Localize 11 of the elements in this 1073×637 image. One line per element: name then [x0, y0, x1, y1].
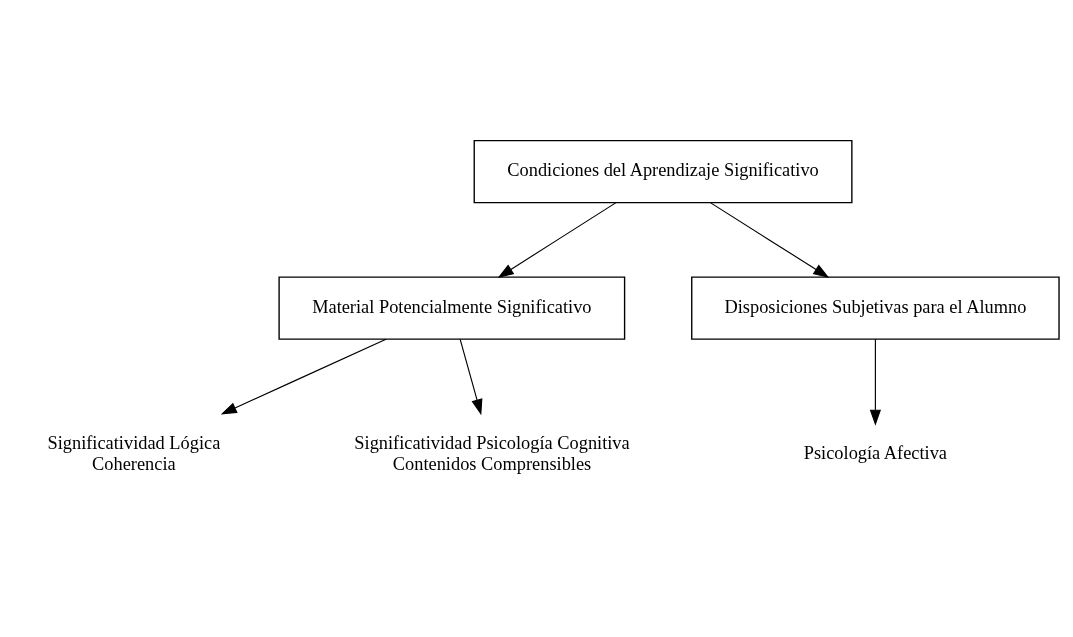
node-text: Significatividad Lógica Coherencia: [47, 433, 221, 474]
node-text: Psicología Afectiva: [803, 443, 948, 464]
arrow: [459, 338, 483, 416]
node-box: Condiciones del Aprendizaje Significativo: [473, 139, 853, 204]
node-text: Significatividad Psicología Cognitiva Contenidos Comprensibles: [354, 433, 630, 474]
arrow: [497, 202, 617, 278]
arrow: [220, 338, 387, 415]
arrow: [710, 202, 830, 278]
node-box: Disposiciones Subjetivas para el Alumno: [691, 276, 1060, 340]
node-box: Material Potencialmente Significativo: [278, 276, 626, 340]
arrow: [869, 338, 882, 426]
